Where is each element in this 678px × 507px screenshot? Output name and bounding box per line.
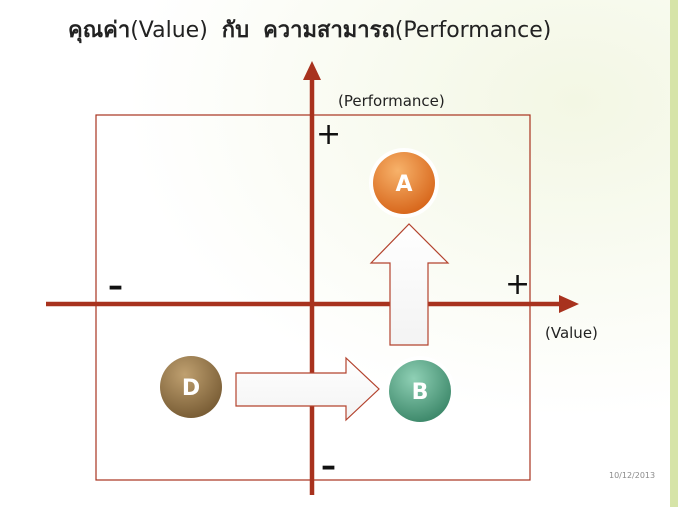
title-latin-performance: (Performance) [394, 18, 552, 43]
node-a: A [369, 148, 439, 218]
arrow-b-to-a [369, 223, 450, 346]
arrow-d-to-b [235, 356, 380, 422]
node-a-circle [373, 152, 435, 214]
slide-title: คุณค่า(Value) กับ ความสามารถ(Performance… [68, 12, 551, 47]
node-d-circle [160, 356, 222, 418]
slide-accent-bar [670, 0, 678, 507]
x-axis-minus-sign: – [108, 269, 123, 304]
footer-date: 10/12/2013 [609, 471, 656, 480]
x-axis-arrowhead [559, 295, 579, 313]
x-axis-plus-sign: + [505, 267, 531, 302]
y-axis [303, 61, 321, 495]
node-d-label: D [182, 376, 200, 401]
node-b-circle [389, 360, 451, 422]
title-thai-performance: ความสามารถ [263, 18, 395, 43]
y-axis-plus-sign: + [316, 117, 342, 152]
x-axis-label: (Value) [545, 324, 598, 342]
node-b-label: B [412, 380, 429, 405]
node-a-label: A [395, 172, 412, 197]
node-b: B [385, 356, 455, 426]
title-latin-value: (Value) [130, 18, 208, 43]
title-thai-with: กับ [221, 18, 250, 43]
y-axis-minus-sign: – [321, 449, 336, 484]
x-axis [46, 295, 579, 313]
node-d: D [156, 352, 226, 422]
title-thai-value: คุณค่า [68, 18, 131, 43]
y-axis-label: (Performance) [338, 92, 445, 110]
y-axis-arrowhead [303, 61, 321, 80]
